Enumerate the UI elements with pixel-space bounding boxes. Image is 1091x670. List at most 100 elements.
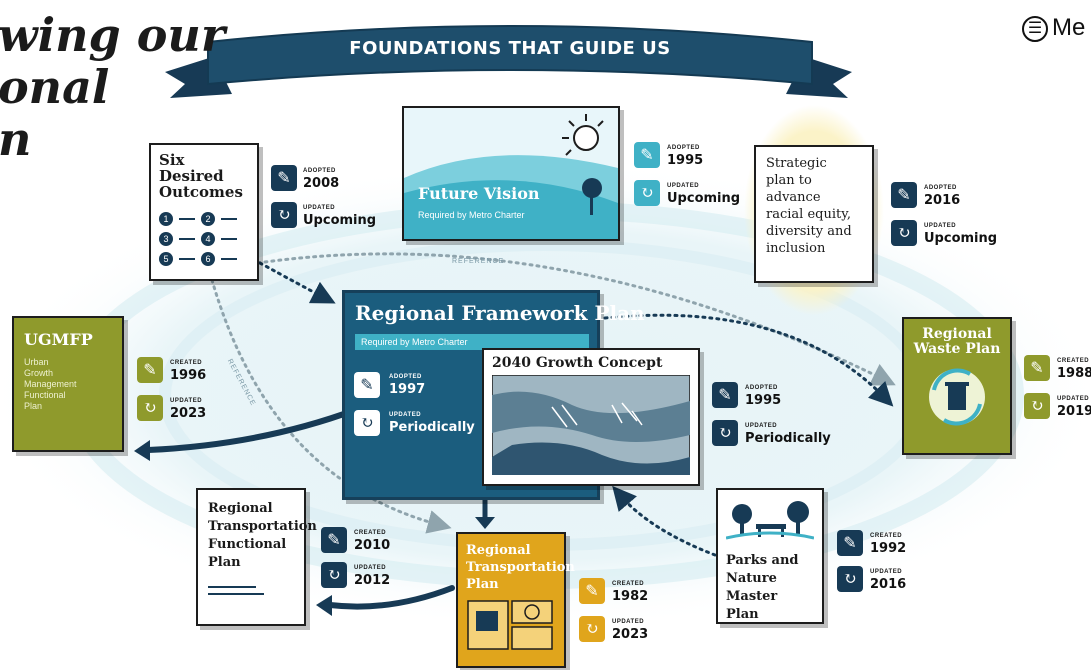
created-value: 1996 bbox=[170, 368, 207, 383]
updated-label: UPDATED bbox=[745, 423, 778, 429]
outcome-number: 2 bbox=[201, 212, 215, 227]
edit-icon: ✎ bbox=[321, 527, 347, 553]
future-vision-card[interactable]: Future Vision Required by Metro Charter bbox=[402, 106, 620, 241]
park-bench-icon bbox=[725, 501, 815, 540]
updated-label: UPDATED bbox=[612, 619, 645, 625]
reference-label: REFERENCE bbox=[452, 258, 505, 265]
updated-value: 2023 bbox=[170, 406, 207, 421]
created-label: CREATED bbox=[170, 360, 203, 366]
updated-label: UPDATED bbox=[303, 205, 336, 211]
ugmfp-card[interactable]: UGMFP Urban Growth Management Functional… bbox=[12, 316, 124, 452]
adopted-label: ADOPTED bbox=[303, 168, 336, 174]
card-subtitle: Required by Metro Charter bbox=[355, 334, 589, 350]
card-subtitle: Urban Growth Management Functional Plan bbox=[24, 356, 77, 411]
strategic-plan-card[interactable]: Strategic plan to advance racial equity,… bbox=[754, 145, 874, 283]
transportation-illustration bbox=[467, 600, 553, 650]
created-value: 2010 bbox=[354, 538, 391, 553]
updated-label: UPDATED bbox=[170, 398, 203, 404]
updated-value: 2019 bbox=[1057, 404, 1091, 419]
growth-concept-card[interactable]: 2040 Growth Concept bbox=[482, 348, 700, 486]
adopted-label: ADOPTED bbox=[389, 374, 422, 380]
regional-waste-plan-card[interactable]: Regional Waste Plan bbox=[902, 317, 1012, 455]
adopted-value: 1995 bbox=[745, 393, 782, 408]
adopted-label: ADOPTED bbox=[745, 385, 778, 391]
six-desired-outcomes-card[interactable]: Six Desired Outcomes 1 2 3 4 5 6 bbox=[149, 143, 259, 281]
refresh-icon: ↻ bbox=[271, 202, 297, 228]
edit-icon: ✎ bbox=[579, 578, 605, 604]
adopted-value: 1995 bbox=[667, 153, 704, 168]
created-label: CREATED bbox=[612, 581, 645, 587]
card-title: UGMFP bbox=[24, 330, 93, 349]
updated-label: UPDATED bbox=[924, 223, 957, 229]
refresh-icon: ↻ bbox=[712, 420, 738, 446]
rtfp-card[interactable]: Regional Transportation Functional Plan bbox=[196, 488, 317, 626]
refresh-icon: ↻ bbox=[579, 616, 605, 642]
card-title: Six Desired Outcomes bbox=[159, 151, 243, 201]
refresh-icon: ↻ bbox=[354, 410, 380, 436]
page-title-line-2: onal bbox=[0, 60, 110, 114]
edit-icon: ✎ bbox=[634, 142, 660, 168]
logo-text: Me bbox=[1052, 14, 1086, 41]
created-label: CREATED bbox=[870, 533, 903, 539]
tree-icon bbox=[582, 178, 602, 215]
refresh-icon: ↻ bbox=[891, 220, 917, 246]
edit-icon: ✎ bbox=[712, 382, 738, 408]
card-subtitle: Required by Metro Charter bbox=[418, 210, 525, 220]
refresh-icon: ↻ bbox=[634, 180, 660, 206]
adopted-label: ADOPTED bbox=[924, 185, 957, 191]
reference-arrow-left bbox=[210, 278, 452, 534]
rtp-card[interactable]: Regional Transportation Plan bbox=[456, 532, 575, 668]
created-label: CREATED bbox=[354, 530, 387, 536]
map-illustration bbox=[491, 373, 691, 476]
edit-icon: ✎ bbox=[891, 182, 917, 208]
outcome-number: 4 bbox=[201, 232, 215, 247]
updated-label: UPDATED bbox=[1057, 396, 1090, 402]
card-title: Parks and Nature Master Plan bbox=[726, 553, 799, 622]
edit-icon: ✎ bbox=[837, 530, 863, 556]
outcome-number: 6 bbox=[201, 252, 215, 267]
card-title: Regional Waste Plan bbox=[913, 326, 1001, 357]
created-value: 1992 bbox=[870, 541, 907, 556]
card-title: Regional Transportation Functional Plan bbox=[208, 501, 317, 570]
edit-icon: ✎ bbox=[137, 357, 163, 383]
arrow-rfp-ugmfp bbox=[145, 407, 358, 453]
updated-label: UPDATED bbox=[389, 412, 422, 418]
adopted-value: 1997 bbox=[389, 382, 426, 397]
updated-value: Periodically bbox=[745, 431, 831, 446]
trash-recycle-icon bbox=[929, 368, 985, 426]
adopted-value: 2016 bbox=[924, 193, 961, 208]
outcomes-list: 1 2 3 4 5 6 bbox=[159, 212, 249, 267]
adopted-value: 2008 bbox=[303, 176, 340, 191]
updated-label: UPDATED bbox=[667, 183, 700, 189]
created-label: CREATED bbox=[1057, 358, 1090, 364]
updated-label: UPDATED bbox=[870, 569, 903, 575]
arrow-parks-growth bbox=[612, 485, 717, 557]
refresh-icon: ↻ bbox=[837, 566, 863, 592]
created-value: 1982 bbox=[612, 589, 649, 604]
card-title: Regional Framework Plan bbox=[355, 301, 645, 325]
landscape-illustration bbox=[404, 108, 618, 239]
updated-value: Upcoming bbox=[303, 213, 377, 228]
updated-value: Upcoming bbox=[924, 231, 998, 246]
outcome-number: 5 bbox=[159, 252, 173, 267]
page-title-line-1: wing our bbox=[0, 8, 226, 62]
card-title: Strategic plan to advance racial equity,… bbox=[766, 156, 852, 256]
refresh-icon: ↻ bbox=[1024, 393, 1050, 419]
card-title: Future Vision bbox=[418, 184, 540, 203]
updated-value: 2016 bbox=[870, 577, 907, 592]
refresh-icon: ↻ bbox=[137, 395, 163, 421]
updated-value: 2023 bbox=[612, 627, 649, 642]
outcome-number: 1 bbox=[159, 212, 173, 227]
card-title: Regional Transportation Plan bbox=[466, 543, 575, 592]
refresh-icon: ↻ bbox=[321, 562, 347, 588]
arrow-outcomes-rfp bbox=[258, 261, 336, 304]
parks-nature-card[interactable]: Parks and Nature Master Plan bbox=[716, 488, 824, 624]
updated-value: 2012 bbox=[354, 573, 391, 588]
outcome-number: 3 bbox=[159, 232, 173, 247]
edit-icon: ✎ bbox=[354, 372, 380, 398]
created-value: 1988 bbox=[1057, 366, 1091, 381]
updated-value: Upcoming bbox=[667, 191, 741, 206]
banner-title: FOUNDATIONS THAT GUIDE US bbox=[349, 38, 671, 59]
card-title: 2040 Growth Concept bbox=[492, 355, 663, 371]
arrow-rtp-rtfp bbox=[327, 585, 455, 610]
